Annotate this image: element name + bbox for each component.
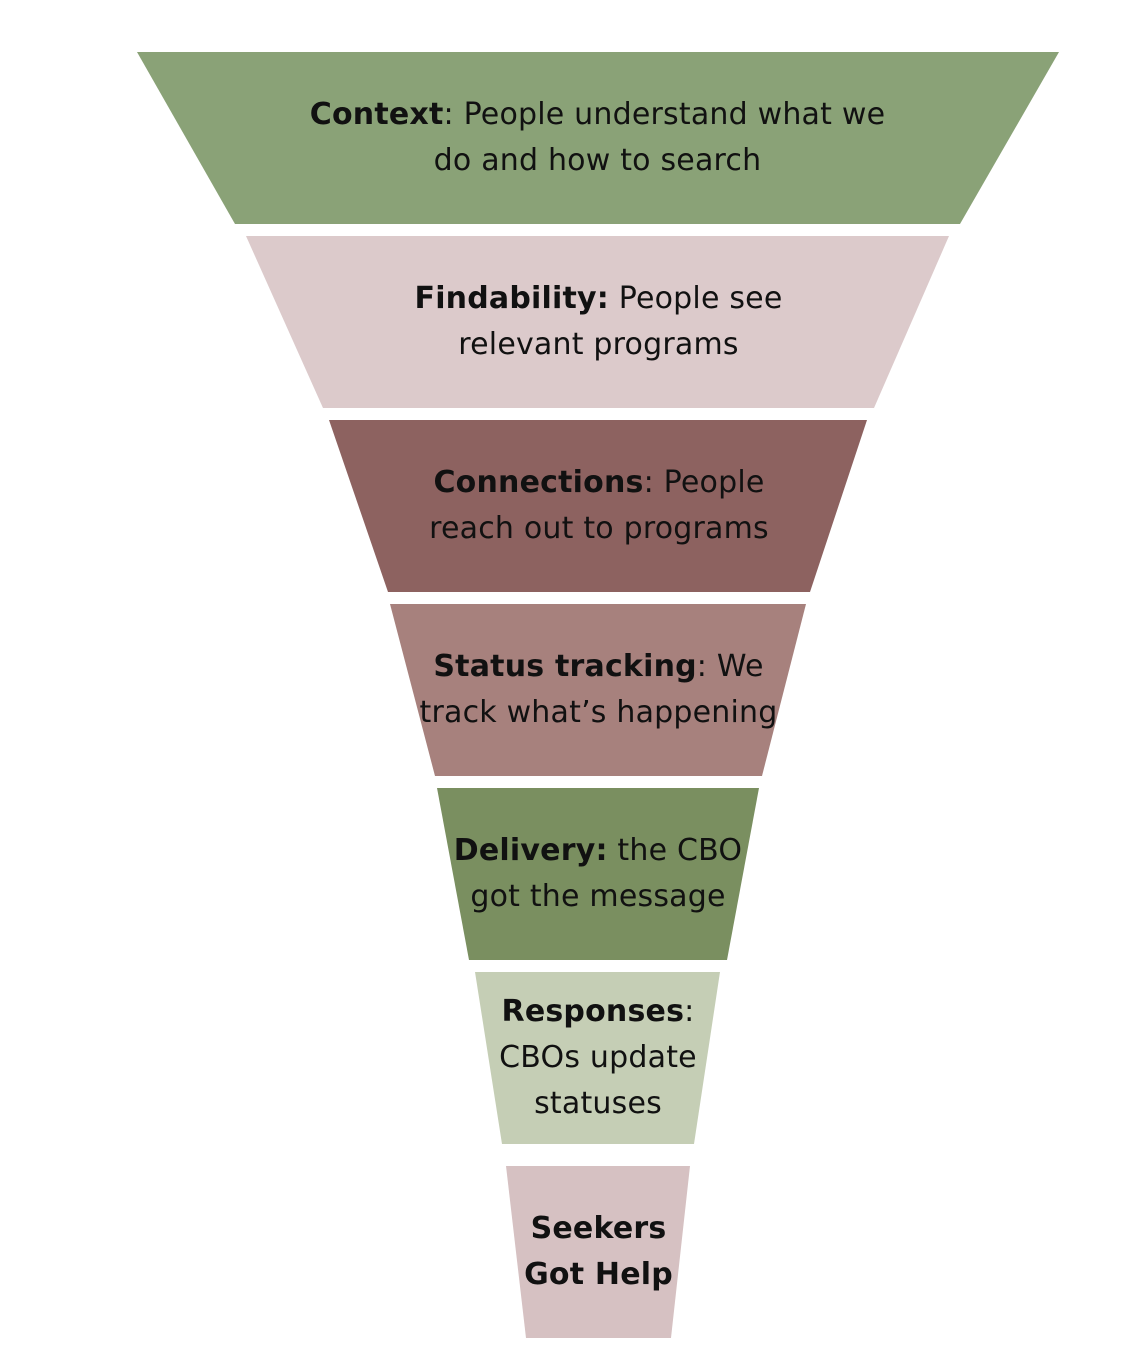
stage-title: Connections bbox=[433, 465, 644, 500]
funnel-stage-text: Connections: People reach out to programs bbox=[368, 420, 830, 592]
funnel-stage-fill bbox=[506, 1166, 690, 1338]
funnel-stage-shape bbox=[390, 604, 806, 776]
funnel-stage-text: Context: People understand what we do and… bbox=[215, 52, 980, 224]
stage-title-separator: : bbox=[684, 994, 695, 1029]
stage-description-line-2: CBOs update bbox=[499, 1040, 697, 1075]
stage-title: Status tracking bbox=[433, 649, 697, 684]
funnel-stage-text-inner: Context: People understand what we do and… bbox=[310, 92, 885, 184]
funnel-stage-text: Findability: People see relevant programs bbox=[303, 236, 894, 408]
funnel-stage-shape bbox=[475, 972, 720, 1144]
funnel-stage-text-inner: Connections: People reach out to programs bbox=[429, 460, 769, 552]
stage-title-separator: : bbox=[696, 649, 717, 684]
funnel-stage-fill bbox=[329, 420, 867, 592]
funnel-stage: Delivery: the CBO got the message bbox=[0, 788, 1148, 960]
stage-description-line-2: track what’s happening bbox=[419, 695, 778, 730]
funnel-stage-fill bbox=[246, 236, 949, 408]
stage-title-separator bbox=[609, 281, 619, 316]
funnel-stage-shape bbox=[329, 420, 867, 592]
stage-line-1: Context: People understand what we bbox=[310, 97, 885, 132]
funnel-stage: Context: People understand what we do and… bbox=[0, 52, 1148, 224]
funnel-stage-text: Status tracking: We track what’s happenin… bbox=[415, 604, 782, 776]
funnel-stage-shape bbox=[437, 788, 759, 960]
stage-line-1: Connections: People bbox=[433, 465, 764, 500]
funnel-stage-fill bbox=[390, 604, 806, 776]
funnel-stage-shape bbox=[137, 52, 1059, 224]
funnel-stage-fill bbox=[137, 52, 1059, 224]
stage-description-line-1: People see bbox=[618, 281, 783, 316]
stage-title-separator: : bbox=[643, 465, 664, 500]
stage-line-1: Findability: People see bbox=[415, 281, 783, 316]
funnel-stage-text-inner: Responses: CBOs update statuses bbox=[499, 989, 697, 1127]
stage-title: Context bbox=[309, 97, 444, 132]
stage-title-separator: : bbox=[443, 97, 464, 132]
funnel-stage: Status tracking: We track what’s happenin… bbox=[0, 604, 1148, 776]
stage-description-line-2: relevant programs bbox=[458, 327, 739, 362]
funnel-stage-text-inner: Status tracking: We track what’s happenin… bbox=[419, 644, 777, 736]
stage-description-line-1: People understand what we bbox=[463, 97, 886, 132]
stage-line-1: Responses: bbox=[502, 994, 695, 1029]
stage-description-line-1: People bbox=[663, 465, 765, 500]
funnel-stage-text: Delivery: the CBO got the message bbox=[449, 788, 747, 960]
stage-description-line-2: reach out to programs bbox=[429, 511, 769, 546]
funnel-stage-shape bbox=[246, 236, 949, 408]
stage-line-1: Status tracking: We bbox=[433, 649, 763, 684]
stage-title: Delivery: bbox=[453, 833, 608, 868]
stage-description-line-3: statuses bbox=[534, 1086, 662, 1121]
funnel-stage-fill bbox=[475, 972, 720, 1144]
stage-line-1: Seekers bbox=[531, 1211, 667, 1246]
stage-title: Seekers bbox=[530, 1211, 667, 1246]
funnel-stage-shape bbox=[506, 1166, 690, 1338]
funnel-stage-fill bbox=[437, 788, 759, 960]
stage-description-line-2: got the message bbox=[470, 879, 726, 914]
stage-description-line-1: We bbox=[716, 649, 764, 684]
stage-title: Findability: bbox=[414, 281, 609, 316]
stage-line-1: Delivery: the CBO bbox=[454, 833, 742, 868]
funnel-stage-text-inner: Findability: People see relevant programs bbox=[415, 276, 783, 368]
stage-title: Responses bbox=[501, 994, 685, 1029]
stage-description-line-1: the CBO bbox=[617, 833, 743, 868]
funnel-stage-text: Responses: CBOs update statuses bbox=[482, 972, 714, 1144]
stage-title-separator bbox=[608, 833, 618, 868]
funnel-stage: Responses: CBOs update statuses bbox=[0, 972, 1148, 1144]
funnel-stage: Findability: People see relevant programs bbox=[0, 236, 1148, 408]
funnel-stage: Connections: People reach out to programs bbox=[0, 420, 1148, 592]
stage-description-line-2: Got Help bbox=[524, 1257, 673, 1292]
funnel-stage-text-inner: Delivery: the CBO got the message bbox=[454, 828, 742, 920]
stage-description-line-2: do and how to search bbox=[433, 143, 762, 178]
